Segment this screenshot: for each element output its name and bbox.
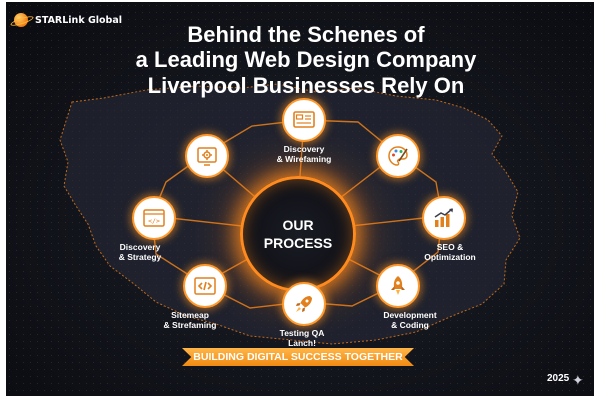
headline-line-2: a Leading Web Design Company [135,47,477,72]
brand-name: STARLink Global [35,14,122,26]
launch-rocket-icon [282,282,326,326]
browser-code-icon: </> [132,196,176,240]
planet-icon [14,13,28,27]
step-label: SEO &Optimization [424,242,476,262]
gear-device-icon [185,134,229,178]
poster: STARLink Global Behind the Schenes of a … [6,2,594,396]
palette-icon [376,134,420,178]
step-label: Discovery& Strategy [118,242,162,262]
svg-text:</>: </> [148,217,160,225]
step-label: Discovery& Wirefaming [276,144,332,164]
headline-line-1: Behind the Schenes of [187,22,425,47]
process-core: OUR PROCESS [240,176,356,292]
step-label: Sitemeap& Strefaming [163,310,217,330]
year-label: 2025 [547,373,570,384]
brand-logo: STARLink Global [14,13,122,27]
wireframe-icon [282,98,326,142]
sparkle-icon: ✦ [572,373,584,389]
tagline-banner: BUILDING DIGITAL SUCCESS TOGETHER [182,348,414,366]
core-line-1: OUR [282,217,314,233]
core-line-2: PROCESS [263,235,333,251]
code-brackets-icon [183,264,227,308]
bar-chart-icon [422,196,466,240]
headline-line-3: Liverpool Businesses Rely On [147,73,465,98]
step-label: Development& Coding [383,310,437,330]
rocket-icon [376,264,420,308]
